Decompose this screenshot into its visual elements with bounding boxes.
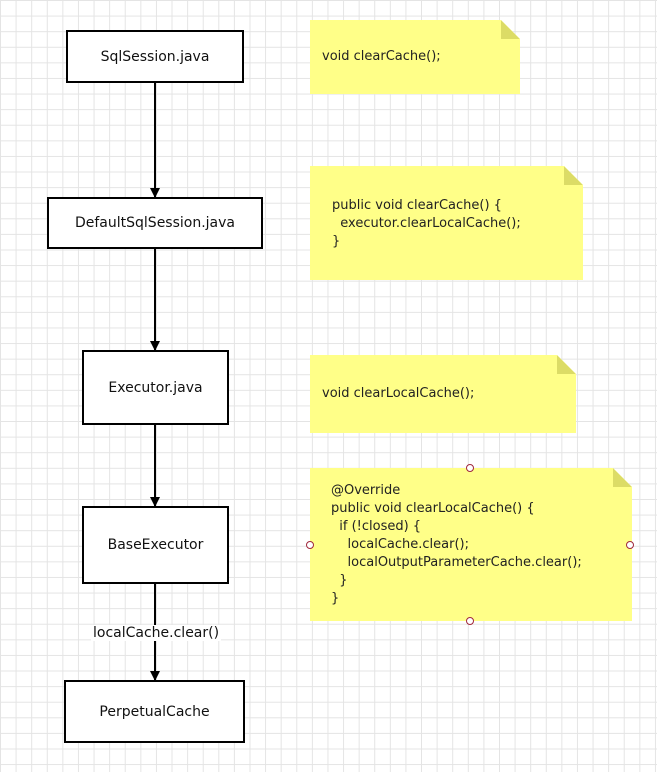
node-defaultsqlsession[interactable]: DefaultSqlSession.java xyxy=(47,197,263,249)
selection-handle-top[interactable] xyxy=(466,464,474,472)
selection-handle-bottom[interactable] xyxy=(466,617,474,625)
note-sqlsession-text: void clearCache(); xyxy=(322,49,441,64)
note-defaultsqlsession[interactable]: public void clearCache() { executor.clea… xyxy=(310,166,583,280)
note-baseexecutor-text: @Override public void clearLocalCache() … xyxy=(331,483,582,606)
selection-handle-right[interactable] xyxy=(626,541,634,549)
note-executor[interactable]: void clearLocalCache(); xyxy=(310,355,576,433)
node-executor[interactable]: Executor.java xyxy=(82,350,229,425)
note-baseexecutor[interactable]: @Override public void clearLocalCache() … xyxy=(310,468,632,621)
node-baseexecutor[interactable]: BaseExecutor xyxy=(82,506,229,584)
note-sqlsession[interactable]: void clearCache(); xyxy=(310,20,520,94)
note-defaultsqlsession-text: public void clearCache() { executor.clea… xyxy=(332,198,521,249)
selection-handle-left[interactable] xyxy=(306,541,314,549)
node-perpetualcache[interactable]: PerpetualCache xyxy=(64,680,245,743)
note-executor-text: void clearLocalCache(); xyxy=(322,386,475,401)
edge-label-localcache-clear: localCache.clear() xyxy=(91,625,222,641)
node-sqlsession[interactable]: SqlSession.java xyxy=(66,30,244,83)
